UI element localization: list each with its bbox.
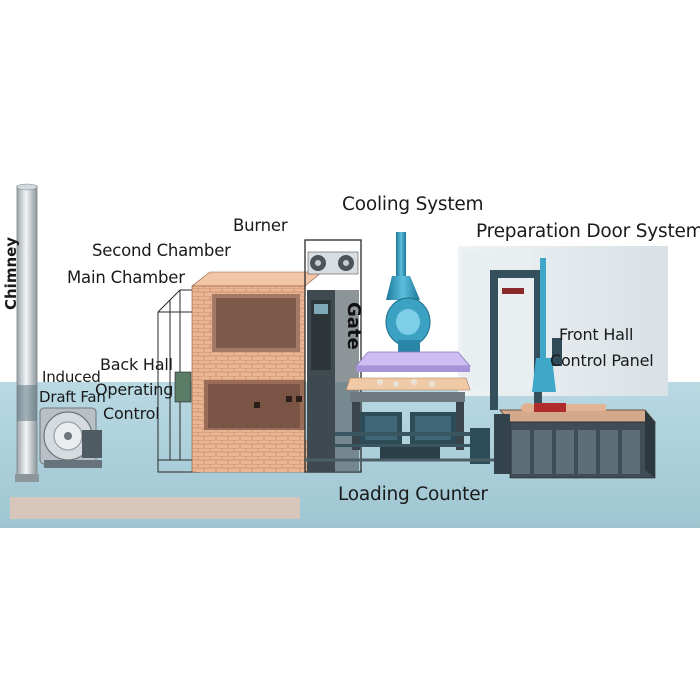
cooling-system-label: Cooling System <box>342 194 484 215</box>
induced-label: Induced <box>42 368 101 386</box>
control-panel-label: Control Panel <box>550 351 654 370</box>
chimney-label: Chimney <box>2 236 20 310</box>
back-hall-pad <box>10 497 300 519</box>
second-chamber-label: Second Chamber <box>92 241 231 260</box>
loading-counter-machine <box>335 392 490 464</box>
front-hall-label: Front Hall <box>559 325 634 344</box>
back-hall-label: Back Hall <box>100 355 173 374</box>
control-label: Control <box>103 404 160 423</box>
chimney-stack <box>15 183 39 482</box>
induced-draft-fan <box>39 407 102 468</box>
furnace-body <box>191 271 323 473</box>
floor-edge <box>0 525 700 528</box>
front-hall-trolley <box>494 403 657 479</box>
control-panel-box <box>552 338 562 366</box>
front-hall-duct <box>532 258 556 392</box>
cooling-tray <box>345 351 471 391</box>
burner-label: Burner <box>233 216 288 235</box>
draft-fan-label: Draft Fan <box>39 388 106 406</box>
gate-label: Gate <box>343 302 364 350</box>
preparation-door-system-label: Preparation Door System <box>476 221 700 242</box>
loading-counter-label: Loading Counter <box>338 484 488 505</box>
operating-label: Operating <box>95 380 174 399</box>
operating-control-box <box>174 371 192 403</box>
preparation-door-frame <box>490 270 542 410</box>
cooling-system-unit <box>385 232 431 356</box>
main-chamber-label: Main Chamber <box>67 268 185 287</box>
